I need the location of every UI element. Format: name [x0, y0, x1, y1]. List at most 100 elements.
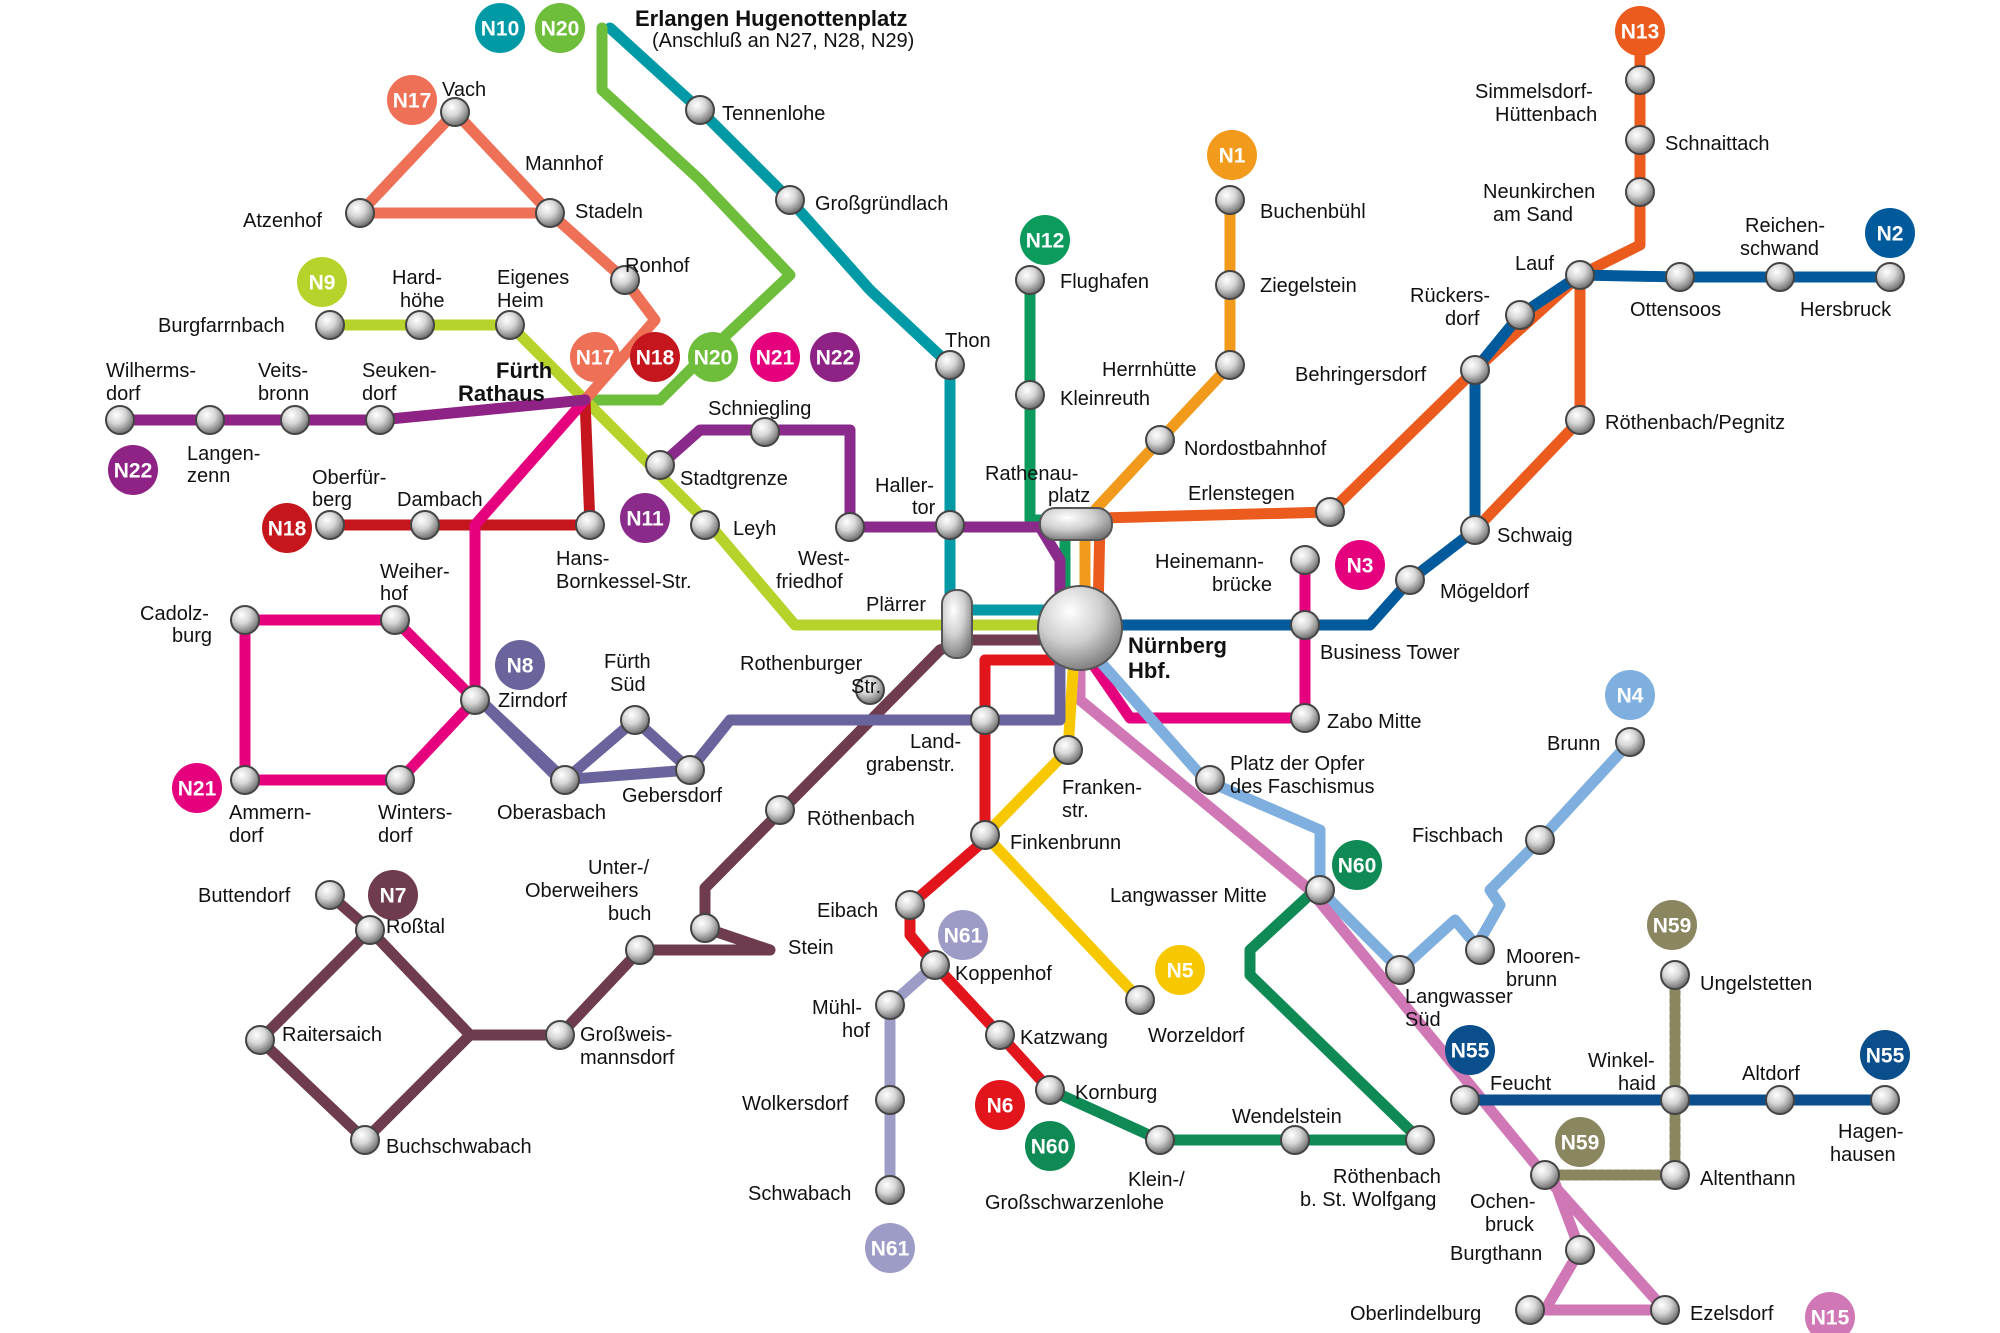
stop-marker[interactable]	[685, 95, 715, 125]
hub-nuernberg-hbf[interactable]	[1037, 585, 1123, 671]
stop-marker[interactable]	[1765, 1085, 1795, 1115]
route-badge-n8[interactable]: N8	[495, 640, 545, 690]
stop-marker[interactable]	[985, 1020, 1015, 1050]
route-badge-n12[interactable]: N12	[1020, 215, 1070, 265]
stop-marker[interactable]	[620, 705, 650, 735]
route-badge-n20[interactable]: N20	[688, 332, 738, 382]
stop-marker[interactable]	[315, 510, 345, 540]
stop-marker[interactable]	[105, 405, 135, 435]
stop-marker[interactable]	[625, 935, 655, 965]
route-badge-n22[interactable]: N22	[108, 445, 158, 495]
stop-marker[interactable]	[1625, 65, 1655, 95]
route-badge-n5[interactable]: N5	[1155, 945, 1205, 995]
stop-marker[interactable]	[1660, 960, 1690, 990]
stop-marker[interactable]	[355, 915, 385, 945]
route-badge-n55[interactable]: N55	[1860, 1030, 1910, 1080]
stop-marker[interactable]	[875, 1175, 905, 1205]
route-badge-n1[interactable]: N1	[1207, 130, 1257, 180]
stop-marker[interactable]	[1305, 875, 1335, 905]
stop-marker[interactable]	[920, 950, 950, 980]
stop-marker[interactable]	[1215, 185, 1245, 215]
hub-rathenauplatz[interactable]	[1039, 507, 1113, 541]
stop-marker[interactable]	[855, 675, 885, 705]
stop-marker[interactable]	[750, 417, 780, 447]
hub-plaerrer[interactable]	[941, 589, 973, 659]
stop-marker[interactable]	[230, 765, 260, 795]
stop-marker[interactable]	[1290, 545, 1320, 575]
stop-marker[interactable]	[545, 1020, 575, 1050]
route-badge-n15[interactable]: N15	[1805, 1292, 1855, 1333]
stop-marker[interactable]	[1565, 1235, 1595, 1265]
stop-marker[interactable]	[1465, 935, 1495, 965]
stop-marker[interactable]	[1315, 497, 1345, 527]
route-badge-n59[interactable]: N59	[1647, 900, 1697, 950]
stop-marker[interactable]	[610, 265, 640, 295]
stop-marker[interactable]	[315, 880, 345, 910]
route-badge-n55[interactable]: N55	[1445, 1025, 1495, 1075]
route-badge-n21[interactable]: N21	[172, 763, 222, 813]
stop-marker[interactable]	[1615, 727, 1645, 757]
route-badge-n60[interactable]: N60	[1025, 1121, 1075, 1171]
stop-marker[interactable]	[1565, 405, 1595, 435]
stop-marker[interactable]	[440, 97, 470, 127]
route-badge-n20[interactable]: N20	[535, 3, 585, 53]
route-badge-n21[interactable]: N21	[750, 332, 800, 382]
stop-marker[interactable]	[935, 350, 965, 380]
stop-marker[interactable]	[1765, 262, 1795, 292]
route-badge-n61[interactable]: N61	[938, 910, 988, 960]
stop-marker[interactable]	[380, 605, 410, 635]
stop-marker[interactable]	[1290, 610, 1320, 640]
stop-marker[interactable]	[195, 405, 225, 435]
stop-marker[interactable]	[1515, 1295, 1545, 1325]
stop-marker[interactable]	[970, 705, 1000, 735]
stop-marker[interactable]	[280, 405, 310, 435]
route-badge-n6[interactable]: N6	[975, 1080, 1025, 1130]
stop-marker[interactable]	[875, 990, 905, 1020]
stop-marker[interactable]	[1565, 260, 1595, 290]
stop-marker[interactable]	[1290, 703, 1320, 733]
stop-marker[interactable]	[575, 510, 605, 540]
route-badge-n10[interactable]: N10	[475, 3, 525, 53]
stop-marker[interactable]	[1665, 262, 1695, 292]
stop-marker[interactable]	[535, 198, 565, 228]
stop-marker[interactable]	[970, 820, 1000, 850]
stop-marker[interactable]	[765, 795, 795, 825]
stop-marker[interactable]	[645, 450, 675, 480]
route-badge-n18[interactable]: N18	[630, 332, 680, 382]
route-badge-n59[interactable]: N59	[1555, 1117, 1605, 1167]
route-badge-n60[interactable]: N60	[1332, 840, 1382, 890]
stop-marker[interactable]	[690, 510, 720, 540]
stop-marker[interactable]	[1450, 1085, 1480, 1115]
stop-marker[interactable]	[350, 1125, 380, 1155]
route-badge-n18[interactable]: N18	[262, 503, 312, 553]
stop-marker[interactable]	[1875, 262, 1905, 292]
stop-marker[interactable]	[1125, 985, 1155, 1015]
stop-marker[interactable]	[1505, 300, 1535, 330]
route-badge-n2[interactable]: N2	[1865, 208, 1915, 258]
route-badge-n13[interactable]: N13	[1615, 6, 1665, 56]
route-badge-n17[interactable]: N17	[387, 75, 437, 125]
stop-marker[interactable]	[405, 310, 435, 340]
stop-marker[interactable]	[935, 510, 965, 540]
route-badge-n7[interactable]: N7	[368, 870, 418, 920]
stop-marker[interactable]	[675, 755, 705, 785]
route-badge-n3[interactable]: N3	[1335, 540, 1385, 590]
stop-marker[interactable]	[1405, 1125, 1435, 1155]
stop-marker[interactable]	[1015, 380, 1045, 410]
route-badge-n17[interactable]: N17	[570, 332, 620, 382]
stop-marker[interactable]	[1280, 1125, 1310, 1155]
stop-marker[interactable]	[1660, 1085, 1690, 1115]
stop-marker[interactable]	[1035, 1075, 1065, 1105]
stop-marker[interactable]	[1870, 1085, 1900, 1115]
stop-marker[interactable]	[345, 198, 375, 228]
stop-marker[interactable]	[1460, 515, 1490, 545]
stop-marker[interactable]	[495, 310, 525, 340]
stop-marker[interactable]	[875, 1085, 905, 1115]
stop-marker[interactable]	[1215, 350, 1245, 380]
stop-marker[interactable]	[385, 765, 415, 795]
stop-marker[interactable]	[1460, 355, 1490, 385]
stop-marker[interactable]	[1385, 955, 1415, 985]
route-badge-n61[interactable]: N61	[865, 1223, 915, 1273]
route-badge-n4[interactable]: N4	[1605, 670, 1655, 720]
stop-marker[interactable]	[895, 890, 925, 920]
